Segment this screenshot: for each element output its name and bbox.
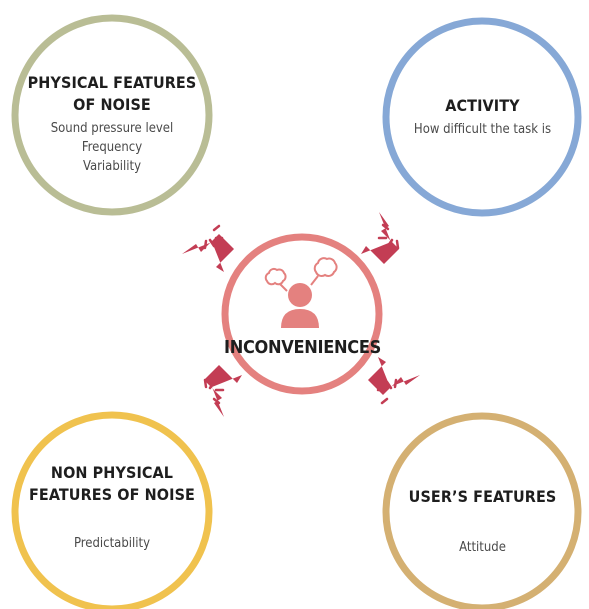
- users-features-circle: [382, 412, 582, 609]
- node-title-line: ACTIVITY: [445, 96, 520, 115]
- node-sub-line: Variability: [82, 159, 142, 174]
- node-title-line: FEATURES OF NOISE: [29, 485, 195, 504]
- click-spark-icon: [203, 378, 225, 405]
- person-body: [281, 309, 319, 328]
- non-physical-features-circle: [11, 411, 213, 609]
- node-sub-line: How difficult the task is: [413, 122, 552, 137]
- non-physical-features-label: NON PHYSICAL FEATURES OF NOISE Predictab…: [12, 462, 212, 553]
- node-title-line: PHYSICAL FEATURES: [27, 73, 197, 92]
- frustrated-person-icon: [264, 257, 338, 328]
- physical-features-label: PHYSICAL FEATURES OF NOISE Sound pressur…: [12, 72, 212, 176]
- activity-circle: [382, 17, 582, 217]
- node-title-line: USER’S FEATURES: [408, 487, 557, 506]
- node-sub-line: Attitude: [459, 540, 506, 555]
- node-title-line: OF NOISE: [73, 95, 151, 114]
- inconveniences-title: INCONVENIENCES: [224, 337, 381, 358]
- cursor-click-arrow-icon: [361, 212, 399, 264]
- click-spark-icon: [376, 378, 398, 405]
- physical-features-circle: [11, 14, 213, 216]
- node-sub-line: Predictability: [73, 536, 151, 551]
- node-sub-line: Frequency: [81, 140, 143, 155]
- node-sub-line: Sound pressure level: [50, 121, 174, 136]
- click-spark-icon: [203, 224, 224, 250]
- person-head: [288, 283, 312, 307]
- cursor-click-arrow-icon: [368, 357, 420, 395]
- arrow-cursor-top-left: [182, 224, 234, 272]
- steam-right-icon: [310, 257, 338, 286]
- cursor-click-arrow-icon: [182, 234, 234, 272]
- arrow-cursor-top-right: [361, 212, 400, 264]
- activity-label: ACTIVITY How difficult the task is: [390, 95, 575, 139]
- inconveniences-circle: [221, 233, 383, 395]
- arrow-cursor-bottom-left: [203, 365, 242, 417]
- click-spark-icon: [377, 223, 400, 250]
- cursor-click-arrow-icon: [204, 365, 242, 417]
- users-features-label: USER’S FEATURES Attitude: [390, 486, 575, 557]
- steam-left-icon: [264, 267, 288, 292]
- arrow-cursor-bottom-right: [368, 357, 420, 405]
- node-title-line: NON PHYSICAL: [50, 463, 174, 482]
